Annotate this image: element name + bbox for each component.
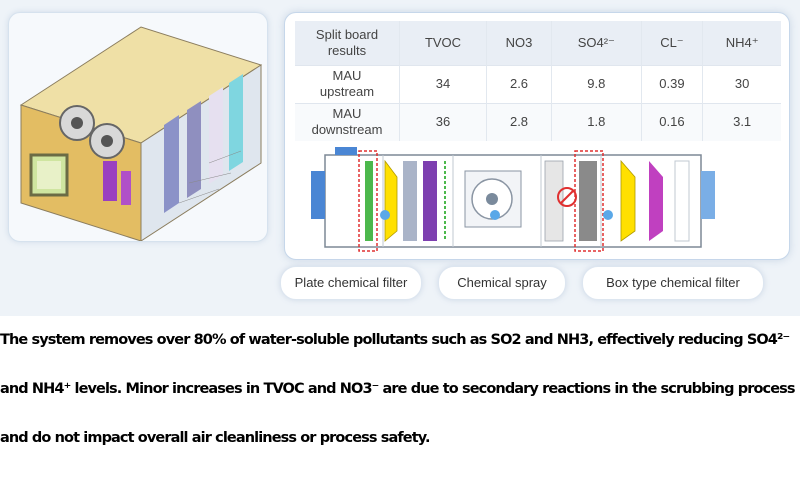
- results-header-row: Split board results TVOC NO3 SO4²⁻ CL⁻ N…: [295, 21, 781, 65]
- header-split-board: Split board results: [295, 21, 400, 65]
- chemical-spray-label: Chemical spray: [438, 266, 566, 300]
- header-tvoc: TVOC: [399, 21, 488, 65]
- cell-so4-upstream: 9.8: [551, 65, 642, 103]
- cell-cl-downstream: 0.16: [641, 103, 704, 141]
- cell-so4-downstream: 1.8: [551, 103, 642, 141]
- filter-labels: Plate chemical filter Chemical spray Box…: [0, 266, 800, 302]
- plate-chemical-filter-label: Plate chemical filter: [280, 266, 422, 300]
- box-type-chemical-filter-label: Box type chemical filter: [582, 266, 764, 300]
- cell-no3-downstream: 2.8: [486, 103, 553, 141]
- cell-nh4-downstream: 3.1: [733, 114, 752, 130]
- unit-cross-section-diagram: [311, 147, 715, 252]
- table-row: MAU downstream 36 2.8 1.8 0.16 3.1: [295, 103, 781, 141]
- cell-tvoc-upstream: 34: [399, 65, 488, 103]
- air-handling-unit-illustration: [19, 26, 263, 241]
- header-no3: NO3: [486, 21, 553, 65]
- caption-line-1: The system removes over 80% of water-sol…: [0, 332, 790, 348]
- header-nh4: NH4⁺: [725, 34, 759, 50]
- row-label-upstream: MAU upstream: [295, 65, 400, 103]
- header-so4: SO4²⁻: [551, 21, 642, 65]
- caption-line-3: and do not impact overall air cleanlines…: [0, 430, 430, 446]
- cell-nh4-upstream: 30: [734, 76, 750, 91]
- results-diagram-card: Split board results TVOC NO3 SO4²⁻ CL⁻ N…: [284, 12, 790, 260]
- description-caption: The system removes over 80% of water-sol…: [0, 322, 800, 469]
- results-table: Split board results TVOC NO3 SO4²⁻ CL⁻ N…: [295, 21, 781, 141]
- cell-tvoc-downstream: 36: [399, 103, 488, 141]
- row-label-downstream: MAU downstream: [295, 103, 400, 141]
- cell-no3-upstream: 2.6: [486, 65, 553, 103]
- caption-line-2: and NH4⁺ levels. Minor increases in TVOC…: [0, 381, 796, 397]
- cell-cl-upstream: 0.39: [641, 65, 704, 103]
- unit-illustration-card: [8, 12, 268, 242]
- header-cl: CL⁻: [641, 21, 704, 65]
- table-row: MAU upstream 34 2.6 9.8 0.39 30: [295, 65, 781, 103]
